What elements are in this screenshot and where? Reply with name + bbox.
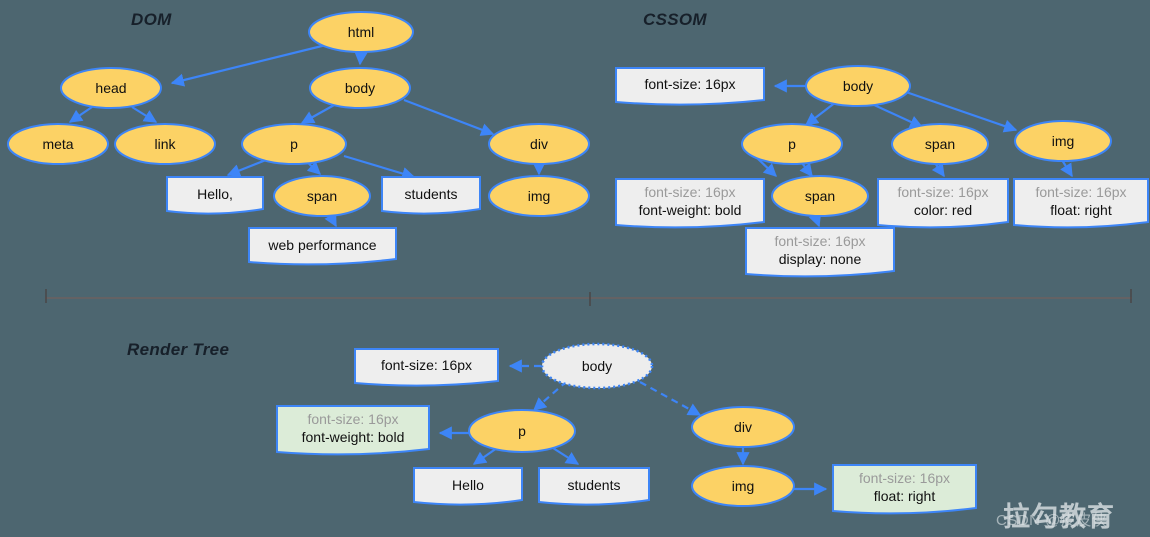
dom-node-span — [273, 175, 371, 217]
cssom-tree-graphics — [615, 65, 1149, 278]
cssom-box-span2-style — [745, 227, 895, 278]
cssom-node-img — [1014, 120, 1112, 162]
edge-cbody-cspan — [871, 103, 924, 129]
edge-span-webperf — [324, 212, 337, 228]
cssom-node-span-1 — [891, 123, 989, 165]
edge-head-meta — [68, 106, 93, 123]
cssom-box-img-style — [1013, 178, 1149, 229]
cssom-box-p-style — [615, 178, 765, 229]
render-box-body-style — [354, 348, 499, 387]
dom-node-body — [309, 67, 411, 109]
edge-cbody-cp — [804, 101, 837, 126]
edge-rp-hello — [472, 447, 498, 465]
render-tree-graphics — [276, 342, 977, 515]
dom-box-hello — [166, 176, 264, 215]
edge-head-link — [131, 106, 158, 123]
render-box-hello — [413, 467, 523, 506]
render-node-div — [691, 406, 795, 448]
watermark-brand: 拉勾教育 — [1003, 502, 1115, 532]
cssom-node-span-2 — [771, 175, 869, 217]
cssom-node-p — [741, 123, 843, 165]
edge-body-p — [300, 103, 337, 124]
section-title-cssom: CSSOM — [643, 10, 707, 29]
cssom-box-body-style — [615, 67, 765, 106]
render-box-students — [538, 467, 650, 506]
render-node-body — [540, 342, 654, 390]
edge-rbody-rdiv — [639, 381, 702, 416]
render-node-p — [468, 409, 576, 453]
edge-body-div — [403, 98, 495, 136]
dom-node-link — [114, 123, 216, 165]
edge-cbody-cimg — [905, 90, 1018, 133]
edge-p-hello — [226, 158, 267, 177]
edge-rp-students — [552, 447, 580, 465]
edge-cimg-style — [1060, 159, 1073, 178]
dom-box-students — [381, 176, 481, 215]
dom-node-p — [241, 123, 347, 165]
dom-node-meta — [7, 123, 109, 165]
edge-cspan-style — [931, 162, 945, 178]
dom-node-img — [488, 175, 590, 217]
render-node-img — [691, 465, 795, 507]
section-title-dom: DOM — [131, 10, 172, 29]
cssom-box-span1-style — [877, 178, 1009, 229]
dom-node-html — [308, 11, 414, 53]
dom-tree-graphics — [7, 11, 590, 266]
edge-rbody-rp — [533, 380, 568, 411]
edge-html-body — [354, 51, 368, 66]
cssom-node-body — [805, 65, 911, 107]
section-title-render-tree: Render Tree — [127, 340, 230, 359]
render-box-img-style — [832, 464, 977, 515]
divider-ticks — [45, 289, 1132, 306]
watermark-csdn: CSDN @皮皮侠 — [996, 512, 1108, 529]
edge-cp-cspan2 — [799, 162, 813, 178]
edge-html-head — [170, 42, 331, 87]
dom-node-div — [488, 123, 590, 165]
dom-node-head — [60, 67, 162, 109]
edge-p-students — [343, 154, 416, 180]
dom-box-web-performance — [248, 227, 397, 266]
render-box-p-style — [276, 405, 430, 456]
